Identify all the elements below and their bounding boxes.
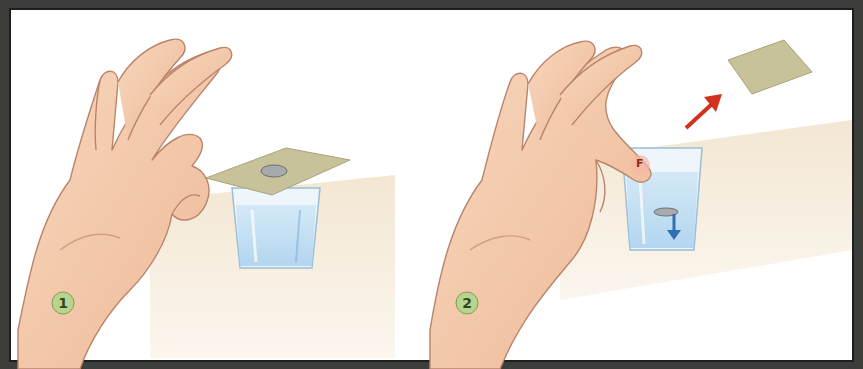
force-label: F	[636, 157, 644, 170]
cup	[232, 188, 320, 268]
callout-number: 2	[462, 295, 472, 311]
force-mark	[630, 155, 650, 175]
callout-circle: 1	[51, 291, 75, 315]
hand	[18, 39, 232, 369]
callout-circle: 2	[455, 291, 479, 315]
fall-arrow	[667, 214, 681, 240]
coin	[261, 165, 287, 177]
force-arrow	[686, 94, 722, 128]
hand	[430, 41, 651, 369]
callout-number: 1	[58, 295, 68, 311]
card	[206, 148, 350, 195]
cup	[622, 148, 702, 250]
card	[728, 40, 812, 94]
